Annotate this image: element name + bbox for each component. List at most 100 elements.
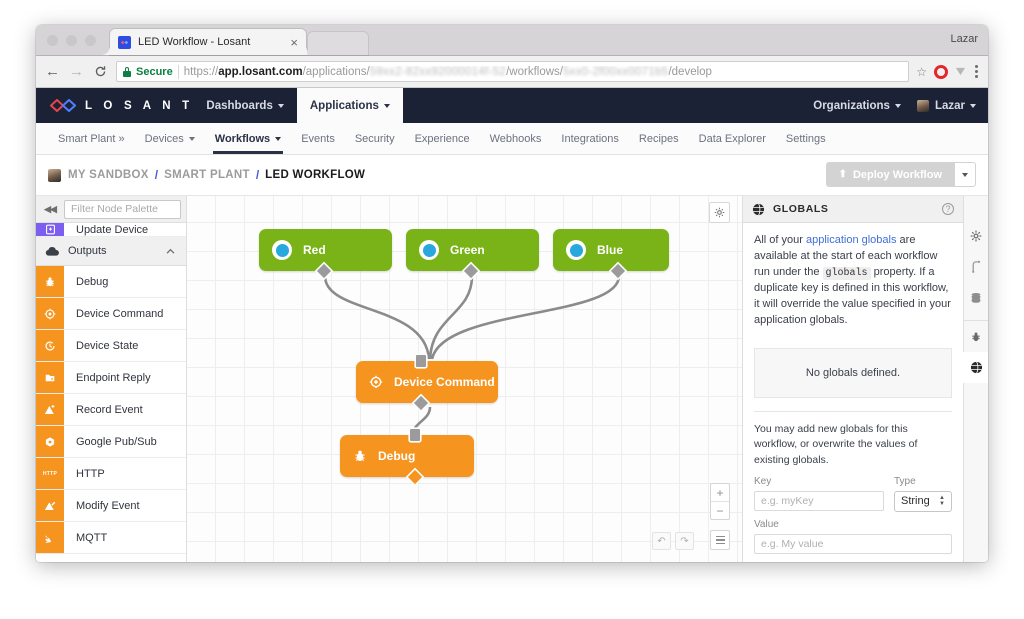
minimize-window-button[interactable]: [66, 35, 77, 46]
breadcrumb-avatar: [48, 168, 61, 182]
subnav-item-webhooks[interactable]: Webhooks: [480, 123, 552, 154]
forward-button[interactable]: →: [69, 63, 84, 80]
nav-organizations[interactable]: Organizations: [813, 88, 901, 123]
undo-button[interactable]: ↶: [652, 532, 671, 550]
globals-desc-1: All of your: [754, 234, 806, 246]
palette-item-google-pubsub[interactable]: Google Pub/Sub: [36, 426, 186, 458]
downloads-icon[interactable]: [955, 66, 966, 77]
rail-button-debug[interactable]: [964, 320, 988, 352]
globals-code-token: globals: [822, 266, 871, 280]
deploy-workflow-dropdown-button[interactable]: [955, 162, 976, 187]
palette-item-label: Record Event: [76, 403, 143, 416]
subnav-item-workflows[interactable]: Workflows: [205, 123, 291, 154]
losant-app: L O S A N T Dashboards Applications Orga…: [36, 88, 988, 562]
address-bar-url: https://app.losant.com/applications/59xx…: [184, 66, 712, 78]
browser-menu-icon[interactable]: [973, 65, 980, 78]
subnav-item-recipes[interactable]: Recipes: [629, 123, 689, 154]
workflow-node-green[interactable]: Green: [406, 229, 539, 279]
nav-user-menu[interactable]: Lazar: [916, 88, 976, 123]
breadcrumb: MY SANDBOX / SMART PLANT / LED WORKFLOW …: [36, 155, 988, 196]
palette-item-update-device[interactable]: Update Device: [36, 223, 186, 237]
node-input-port[interactable]: [416, 355, 426, 367]
palette-item-debug[interactable]: Debug: [36, 266, 186, 298]
canvas-settings-button[interactable]: [709, 202, 730, 223]
node-output-port[interactable]: [316, 263, 332, 279]
zoom-in-button[interactable]: +: [711, 484, 729, 502]
subnav-item-integrations[interactable]: Integrations: [551, 123, 628, 154]
palette-item-label: Modify Event: [76, 499, 140, 512]
database-icon: [970, 292, 982, 304]
node-palette: ◀◀ Filter Node Palette Update Device Out…: [36, 196, 187, 562]
subnav-item-smart-plant[interactable]: Smart Plant »: [48, 123, 135, 154]
redo-button[interactable]: ↷: [675, 532, 694, 550]
palette-item-endpoint-reply[interactable]: Endpoint Reply: [36, 362, 186, 394]
globals-value-input[interactable]: e.g. My value: [754, 533, 952, 554]
subnav-item-data-explorer[interactable]: Data Explorer: [689, 123, 776, 154]
chevron-down-icon: [277, 103, 284, 108]
breadcrumb-my-sandbox[interactable]: MY SANDBOX: [68, 169, 149, 181]
workflow-node-blue[interactable]: Blue: [553, 229, 669, 279]
workflow-node-device-command[interactable]: Device Command: [356, 355, 498, 411]
globals-add-form: Key e.g. myKey Type String ▲▼ Value: [743, 468, 963, 554]
nav-applications[interactable]: Applications: [296, 88, 403, 123]
node-output-port[interactable]: [407, 469, 423, 485]
canvas-menu-button[interactable]: [710, 530, 730, 550]
nav-organizations-label: Organizations: [813, 99, 890, 112]
palette-item-record-event[interactable]: Record Event: [36, 394, 186, 426]
browser-tab-active[interactable]: LED Workflow - Losant ×: [101, 29, 315, 55]
subnav-item-settings[interactable]: Settings: [776, 123, 836, 154]
node-input-port[interactable]: [410, 429, 420, 441]
chevron-down-icon: [962, 172, 968, 177]
rail-button-storage[interactable]: [964, 282, 988, 313]
browser-tab-strip: LED Workflow - Losant × Lazar: [36, 25, 988, 56]
palette-item-mqtt[interactable]: MQTT: [36, 522, 186, 554]
help-icon[interactable]: ?: [942, 203, 954, 215]
stepper-arrows-icon: ▲▼: [939, 495, 945, 508]
globals-type-select[interactable]: String ▲▼: [894, 490, 952, 512]
collapse-palette-button[interactable]: ◀◀: [44, 203, 57, 214]
node-output-port[interactable]: [413, 395, 429, 411]
window-traffic-lights: [47, 35, 96, 46]
deploy-workflow-button[interactable]: ⬆ Deploy Workflow: [825, 162, 955, 187]
palette-item-device-state[interactable]: Device State: [36, 330, 186, 362]
workflow-node-red[interactable]: Red: [259, 229, 392, 279]
nav-dashboards[interactable]: Dashboards: [193, 88, 296, 123]
close-window-button[interactable]: [47, 35, 58, 46]
maximize-window-button[interactable]: [85, 35, 96, 46]
node-output-port[interactable]: [463, 263, 479, 279]
rail-button-globals[interactable]: [963, 352, 988, 383]
globals-key-input[interactable]: e.g. myKey: [754, 490, 884, 511]
losant-logo-icon[interactable]: [50, 99, 76, 112]
palette-group-label: Outputs: [68, 245, 107, 257]
filter-node-palette-input[interactable]: Filter Node Palette: [64, 199, 181, 219]
rail-button-versions[interactable]: [964, 251, 988, 282]
workflow-node-debug[interactable]: Debug: [340, 429, 474, 485]
subnav-item-security[interactable]: Security: [345, 123, 405, 154]
palette-item-device-command[interactable]: Device Command: [36, 298, 186, 330]
reload-button[interactable]: [92, 63, 109, 80]
app-top-nav-right: Organizations Lazar: [813, 88, 976, 123]
subnav-item-devices[interactable]: Devices: [135, 123, 205, 154]
rail-button-settings[interactable]: [964, 220, 988, 251]
address-bar[interactable]: Secure https://app.losant.com/applicatio…: [116, 61, 910, 82]
palette-item-modify-event[interactable]: Modify Event: [36, 490, 186, 522]
zoom-out-button[interactable]: −: [716, 503, 724, 518]
new-tab-ghost[interactable]: [308, 32, 368, 55]
bookmark-star-icon[interactable]: ☆: [916, 64, 927, 79]
node-output-port[interactable]: [610, 263, 626, 279]
subnav-item-events[interactable]: Events: [291, 123, 345, 154]
globals-value-field-group: Value e.g. My value: [754, 519, 952, 554]
application-globals-link[interactable]: application globals: [805, 234, 897, 246]
close-tab-icon[interactable]: ×: [290, 34, 298, 50]
workflow-canvas[interactable]: Red Green Blue Device Com: [187, 196, 742, 562]
nav-applications-label: Applications: [309, 99, 379, 112]
opera-extension-icon[interactable]: [934, 64, 948, 79]
nav-user-label: Lazar: [934, 99, 965, 112]
upload-icon: ⬆: [838, 169, 847, 180]
palette-item-http[interactable]: HTTP HTTP: [36, 458, 186, 490]
palette-group-outputs[interactable]: Outputs: [36, 237, 186, 266]
back-button[interactable]: ←: [45, 63, 60, 80]
subnav-item-experience[interactable]: Experience: [405, 123, 480, 154]
breadcrumb-smart-plant[interactable]: SMART PLANT: [164, 169, 250, 181]
device-state-icon: [36, 330, 64, 361]
